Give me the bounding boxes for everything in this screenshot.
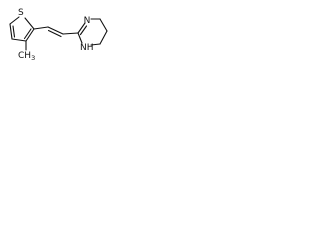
bond-s-c2 (24, 17, 35, 30)
bond-c2-n1-double (79, 25, 88, 36)
molecule-structure: S CH3 N NH (9, 8, 108, 62)
bond-c2-vinyl (33, 26, 49, 30)
bond-c2-c3 (25, 28, 35, 42)
sulfur-atom-label: S (18, 8, 24, 18)
bond-c5-c4 (99, 30, 108, 45)
bond-c2-c3-double (23, 28, 32, 40)
nh-atom-label: NH (80, 43, 94, 53)
bond-c3-c4 (11, 38, 27, 42)
bond-vinyl-double-inner (47, 29, 62, 38)
nitrogen-atom-label: N (84, 16, 91, 26)
bond-vinyl-double (47, 26, 64, 35)
methyl-subscript: 3 (31, 54, 35, 62)
bond-c6-c5 (99, 18, 108, 32)
bond-c4-c5-double (12, 25, 16, 38)
methyl-ch-text: CH (18, 51, 31, 61)
bond-n3-c2 (77, 32, 83, 44)
bond-c5-s (9, 16, 20, 25)
thiophene-ring (9, 16, 35, 42)
tetrahydropyrimidine-ring (77, 18, 108, 46)
bond-c4-n3 (90, 43, 101, 46)
bond-c4-c5 (9, 23, 13, 40)
methyl-label: CH3 (18, 51, 35, 62)
bond-c2-n1 (77, 22, 86, 34)
bond-vinyl-c2pyr (62, 32, 79, 35)
vinyl-linker (33, 26, 79, 38)
